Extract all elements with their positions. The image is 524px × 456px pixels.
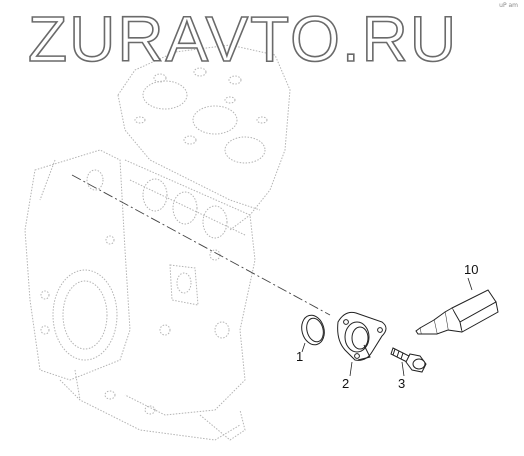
engine-block-drawing	[24, 44, 291, 441]
watermark-text: ZURAVTO.RU	[27, 2, 459, 76]
sealant-tube-part	[415, 289, 499, 335]
flange-cover-part	[337, 311, 387, 361]
callout-1: 1	[296, 349, 304, 364]
leader-lines	[301, 277, 473, 377]
corner-code: uP am	[499, 2, 518, 9]
center-line	[71, 174, 331, 316]
callout-2: 2	[342, 376, 350, 391]
bolt-part	[390, 347, 427, 373]
o-ring-part	[301, 314, 325, 346]
callout-10: 10	[464, 262, 479, 277]
callout-3: 3	[398, 376, 406, 391]
